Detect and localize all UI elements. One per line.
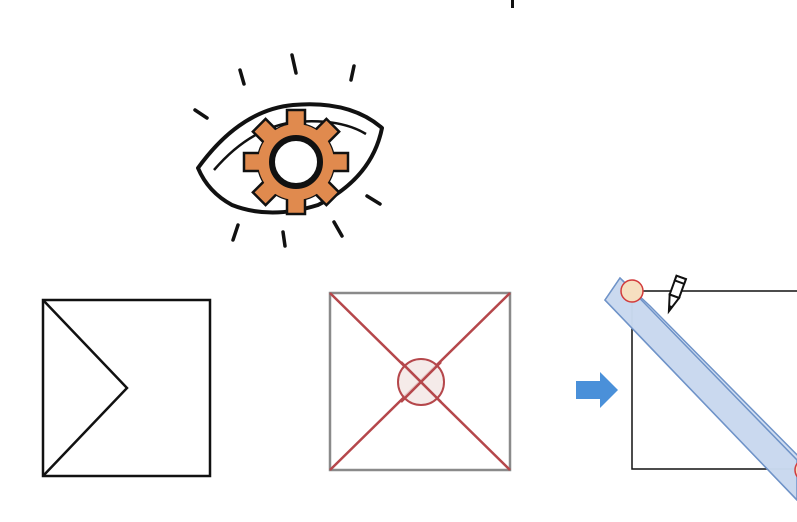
- square-with-diagonal-band-icon: [604, 274, 797, 502]
- right-arrow-icon: [576, 372, 618, 408]
- square-with-wedge-icon: [41, 298, 212, 478]
- square-with-cross-icon: [328, 291, 512, 472]
- band-start-handle: [620, 279, 644, 303]
- eye-rays: [193, 53, 382, 248]
- eye-gear-icon: [193, 53, 384, 248]
- pencil-icon: [667, 274, 688, 315]
- top-edge-mark: [511, 0, 514, 8]
- gear-icon: [242, 108, 350, 216]
